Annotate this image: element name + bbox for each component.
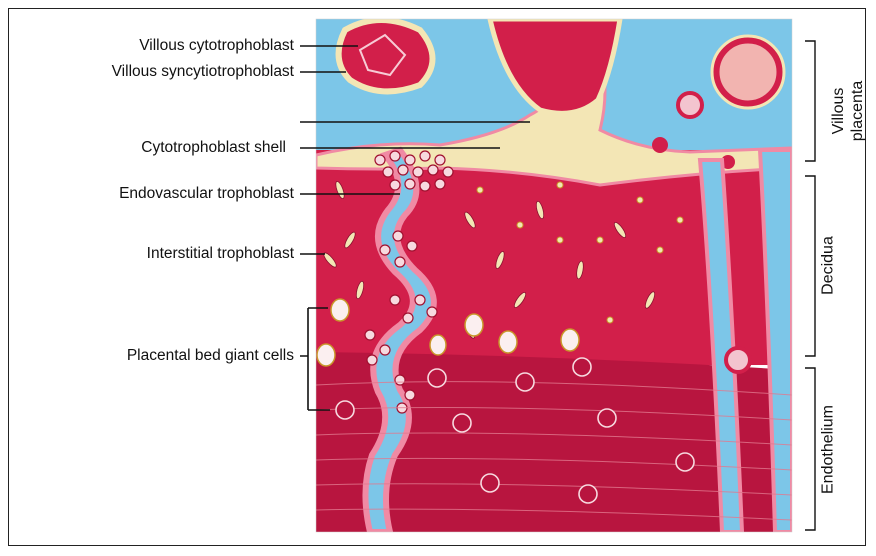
- label-endovascular-trophoblast: Endovascular trophoblast: [119, 185, 294, 203]
- label-interstitial-trophoblast: Interstitial trophoblast: [147, 245, 294, 263]
- region-villous-placenta-line1: Villous: [830, 88, 847, 135]
- label-villous-syncytiotrophoblast: Villous syncytiotrophoblast: [112, 63, 294, 81]
- label-cytotrophoblast-shell: Cytotrophoblast shell: [141, 139, 286, 157]
- villus-left: [339, 20, 433, 91]
- region-endothelium: Endothelium: [819, 400, 838, 500]
- region-decidua: Decidua: [819, 216, 838, 316]
- region-villous-placenta-line2: placenta: [849, 81, 866, 142]
- region-brackets: [805, 41, 815, 530]
- villus-right: [716, 40, 780, 104]
- region-villous-placenta: Villous placenta: [829, 51, 867, 171]
- label-placental-bed-giant-cells: Placental bed giant cells: [127, 347, 294, 365]
- label-villous-cytotrophoblast: Villous cytotrophoblast: [139, 37, 294, 55]
